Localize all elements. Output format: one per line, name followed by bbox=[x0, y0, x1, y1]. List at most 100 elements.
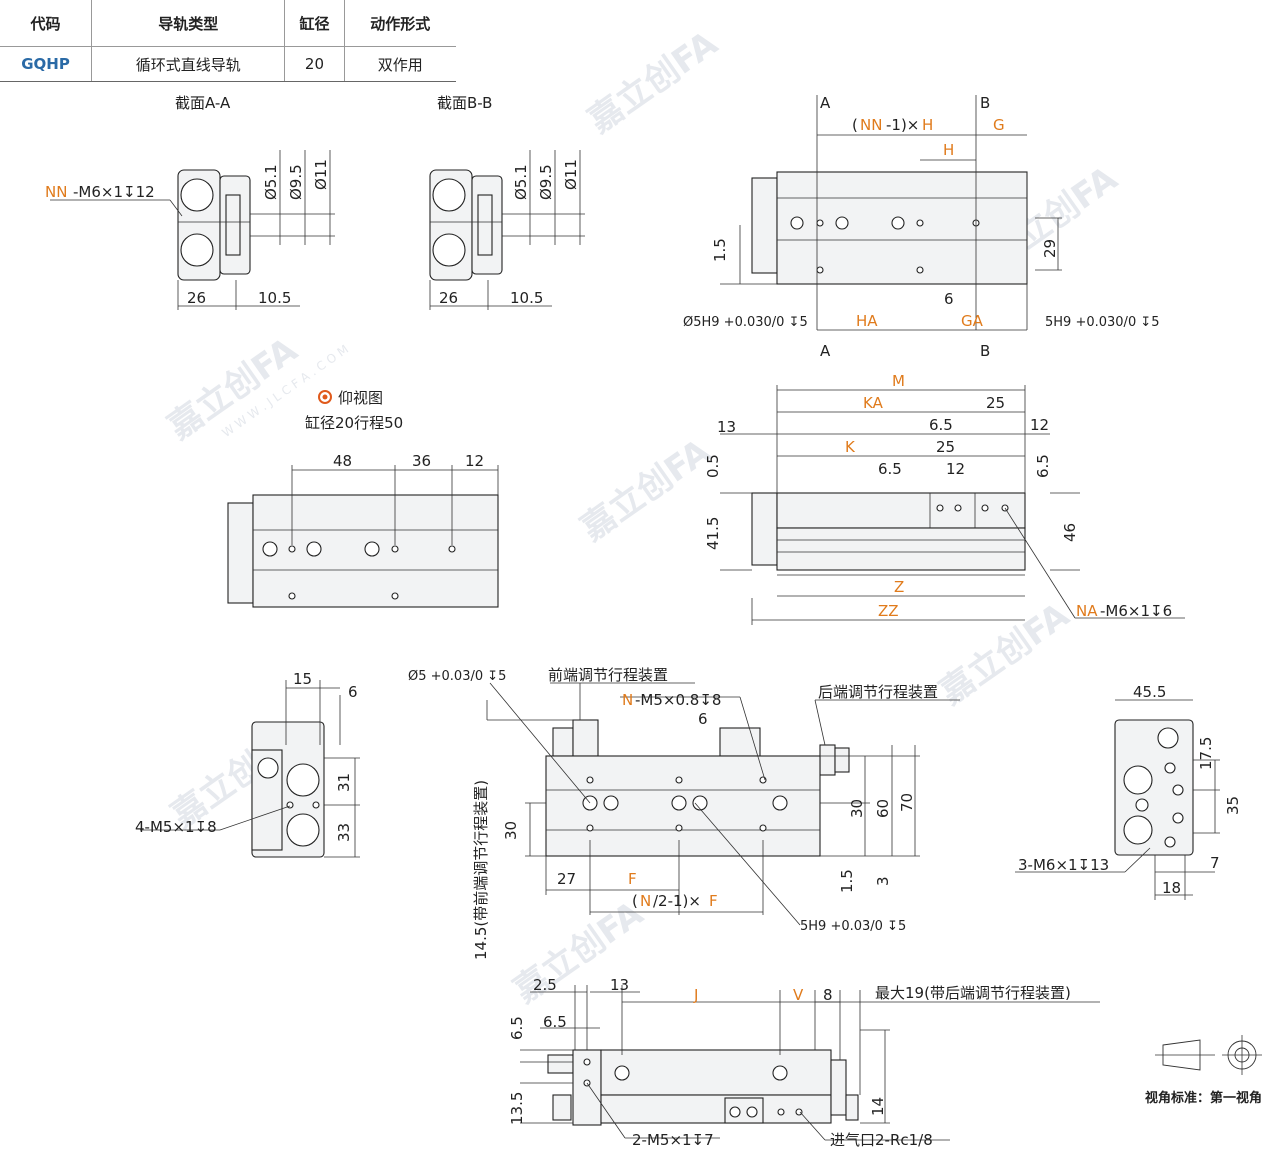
fv-5h9-bottom: 5H9 +0.03/0 ↧5 bbox=[800, 919, 906, 934]
top-dim-ga: GA bbox=[961, 312, 984, 330]
bb-phi11: Ø11 bbox=[562, 159, 580, 190]
aa-phi95: Ø9.5 bbox=[287, 164, 305, 200]
bb-dim-26: 26 bbox=[439, 289, 458, 307]
bv-dim-12: 12 bbox=[465, 452, 484, 470]
nn-label-prefix: NN bbox=[45, 183, 67, 201]
cell-rail-type: 循环式直线导轨 bbox=[91, 46, 285, 82]
watermark-4: 嘉立创FA bbox=[574, 431, 718, 549]
sv-dim-12a: 12 bbox=[1030, 416, 1049, 434]
target-icon-dot bbox=[322, 394, 328, 400]
top-dim-h: H bbox=[943, 141, 954, 159]
bf-dim-8: 8 bbox=[823, 986, 833, 1004]
bottom-view-title: 仰视图 bbox=[338, 389, 383, 407]
bottom-front-drawing bbox=[520, 985, 1100, 1141]
nn1h-nn: NN bbox=[860, 116, 882, 134]
watermarks: 嘉立创FA 嘉立创FA 嘉立创FA 嘉立创FA 嘉立创FA 嘉立创FA 嘉立创F… bbox=[161, 23, 1125, 1011]
sv-dim-46: 46 bbox=[1061, 523, 1079, 542]
section-bb-title: 截面B-B bbox=[437, 94, 492, 112]
top-dim-g: G bbox=[993, 116, 1005, 134]
top-phi5h9-left: Ø5H9 +0.030/0 ↧5 bbox=[683, 315, 808, 330]
bottom-view-drawing bbox=[227, 465, 499, 608]
nn1h-mid: -1)× bbox=[886, 116, 919, 134]
sv-dim-ka: KA bbox=[863, 394, 884, 412]
fv-dim-70: 70 bbox=[898, 793, 916, 812]
sv-dim-z: Z bbox=[894, 578, 904, 596]
bb-phi95: Ø9.5 bbox=[537, 164, 555, 200]
ev-m5x1: 4-M5×1↧8 bbox=[135, 818, 217, 836]
watermark-6: 嘉立创FA bbox=[507, 893, 651, 1011]
side-view-drawing bbox=[720, 385, 1185, 625]
bf-dim-65a: 6.5 bbox=[543, 1013, 567, 1031]
ev-dim-6: 6 bbox=[348, 683, 358, 701]
nn-label-suffix: -M6×1↧12 bbox=[73, 183, 155, 201]
header-code: 代码 bbox=[0, 0, 92, 47]
bf-inlet: 进气口2-Rc1/8 bbox=[830, 1131, 933, 1149]
nn1h-open: ( bbox=[852, 116, 858, 134]
top-dim-ha: HA bbox=[856, 312, 878, 330]
ev-dim-15: 15 bbox=[293, 670, 312, 688]
first-angle-projection-icon bbox=[1155, 1035, 1262, 1075]
sv-dim-k: K bbox=[845, 438, 856, 456]
end-view-left-drawing bbox=[140, 680, 360, 858]
top-dim-29: 29 bbox=[1041, 239, 1059, 258]
target-icon bbox=[318, 390, 332, 404]
front-adj-label: 前端调节行程装置 bbox=[548, 666, 668, 684]
fv-dim-3: 3 bbox=[874, 876, 892, 886]
nn1h-h: H bbox=[922, 116, 933, 134]
sv-dim-25a: 25 bbox=[986, 394, 1005, 412]
cell-bore: 20 bbox=[284, 46, 345, 82]
top-phi5h9-right: 5H9 +0.030/0 ↧5 bbox=[1045, 315, 1160, 330]
section-mark-a-bottom: A bbox=[820, 342, 831, 360]
view-standard-label: 视角标准：第一视角 bbox=[1145, 1090, 1262, 1106]
spec-row: GQHP 循环式直线导轨 20 双作用 bbox=[0, 46, 456, 82]
bv-dim-36: 36 bbox=[412, 452, 431, 470]
sv-dim-zz: ZZ bbox=[878, 602, 899, 620]
na-label-suffix: -M6×1↧6 bbox=[1100, 602, 1172, 620]
sv-dim-05: 0.5 bbox=[704, 454, 722, 478]
fv-n-suffix: -M5×0.8↧8 bbox=[635, 691, 721, 709]
sv-dim-65b: 6.5 bbox=[878, 460, 902, 478]
aa-dim-105: 10.5 bbox=[258, 289, 291, 307]
sv-dim-25b: 25 bbox=[936, 438, 955, 456]
fv-phi5-003: Ø5 +0.03/0 ↧5 bbox=[408, 669, 506, 684]
section-mark-b-bottom: B bbox=[980, 342, 990, 360]
front-view-drawing bbox=[486, 682, 960, 926]
fv-dim-27: 27 bbox=[557, 870, 576, 888]
sv-dim-65a: 6.5 bbox=[929, 416, 953, 434]
bf-dim-65b: 6.5 bbox=[508, 1016, 526, 1040]
cell-code: GQHP bbox=[0, 46, 92, 82]
sv-dim-65c: 6.5 bbox=[1034, 454, 1052, 478]
bb-phi51: Ø5.1 bbox=[512, 164, 530, 200]
rv-dim-455: 45.5 bbox=[1133, 683, 1166, 701]
sv-dim-12b: 12 bbox=[946, 460, 965, 478]
ev-dim-31: 31 bbox=[335, 773, 353, 792]
ev-dim-33: 33 bbox=[335, 823, 353, 842]
bf-max19: 最大19(带后端调节行程装置) bbox=[875, 984, 1071, 1002]
cell-action: 双作用 bbox=[343, 46, 456, 82]
header-action: 动作形式 bbox=[343, 0, 456, 47]
spec-header-row: 代码 导轨类型 缸径 动作形式 bbox=[0, 0, 456, 47]
bottom-view-subtitle: 缸径20行程50 bbox=[305, 414, 403, 432]
fv-dim-30a: 30 bbox=[502, 821, 520, 840]
top-dim-15: 1.5 bbox=[711, 238, 729, 262]
bf-dim-j: J bbox=[693, 986, 698, 1004]
bv-dim-48: 48 bbox=[333, 452, 352, 470]
bb-dim-105: 10.5 bbox=[510, 289, 543, 307]
bf-dim-25: 2.5 bbox=[533, 976, 557, 994]
aa-phi51: Ø5.1 bbox=[262, 164, 280, 200]
spec-table: 代码 导轨类型 缸径 动作形式 GQHP 循环式直线导轨 20 双作用 bbox=[0, 0, 456, 82]
section-aa-title: 截面A-A bbox=[175, 94, 231, 112]
watermark-7: 嘉立创FA bbox=[933, 595, 1077, 713]
sv-dim-415: 41.5 bbox=[704, 517, 722, 550]
section-mark-b-top: B bbox=[980, 94, 990, 112]
rear-adj-label: 后端调节行程装置 bbox=[818, 683, 938, 701]
fv-n2f-mid: /2-1)× bbox=[653, 892, 701, 910]
fv-n2f-n: N bbox=[640, 892, 651, 910]
bf-dim-14: 14 bbox=[869, 1097, 887, 1116]
rv-dim-175: 17.5 bbox=[1197, 737, 1215, 770]
section-aa-drawing bbox=[50, 150, 335, 310]
header-rail-type: 导轨类型 bbox=[91, 0, 285, 47]
section-bb-drawing bbox=[429, 150, 585, 310]
fv-dim-6: 6 bbox=[698, 710, 708, 728]
